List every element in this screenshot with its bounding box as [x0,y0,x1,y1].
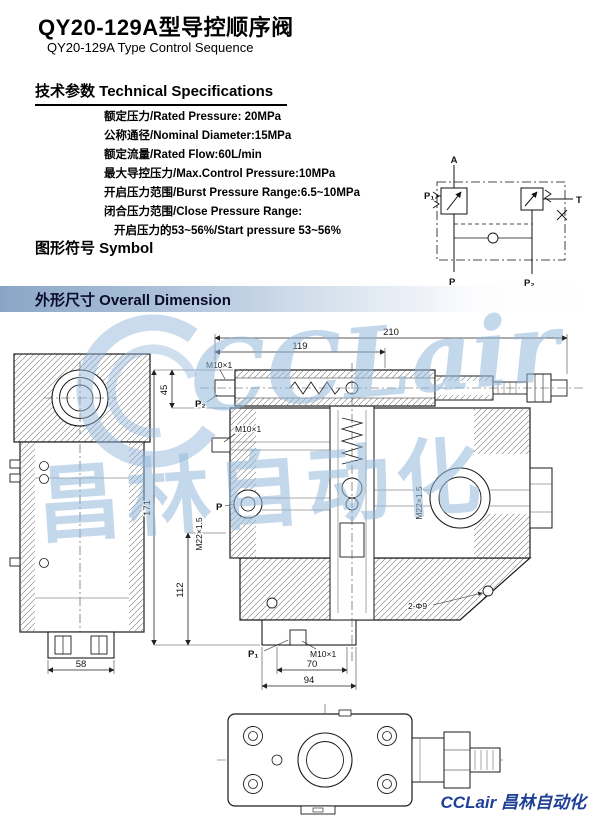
thread-m10-left-label: M10×1 [235,424,261,434]
dimension-heading: 外形尺寸 Overall Dimension [35,291,231,309]
symbol-port-a-label: A [451,155,458,166]
adjuster-shaft [469,747,501,773]
plan-view-drawing [217,704,503,815]
dim-70-label: 70 [307,659,318,670]
dim-119-label: 119 [292,341,307,352]
valve-body [19,441,145,633]
symbol-heading: 图形符号 Symbol [35,240,154,257]
spec-nominal-diameter: 公称通径/Nominal Diameter:15MPa [104,130,292,142]
spec-start-pressure: 开启压力的53~56%/Start pressure 53~56% [114,225,341,237]
port-p2-label: P₂ [195,399,206,410]
dim-45-label: 45 [159,385,170,396]
symbol-enclosure [436,181,566,261]
bottom-flange [261,619,357,646]
spring-symbol [544,189,552,203]
pilot-valve-symbol [520,187,544,211]
thread-m10-bottom-label: M10×1 [310,649,336,659]
spec-max-control-pressure: 最大导控压力/Max.Control Pressure:10MPa [104,168,336,180]
front-view-drawing: 58 [9,353,151,674]
bolt-hole [243,726,263,746]
symbol-port-t-label: T [576,195,582,206]
dim-171-label: 171 [142,500,153,516]
port-p1-label: P₁ [248,649,258,660]
dim-210-label: 210 [383,327,399,338]
spec-burst-pressure-range: 开启压力范围/Burst Pressure Range:6.5~10MPa [104,187,360,199]
symbol-port-p1-label: P₁ [424,191,434,202]
mounting-hole [482,585,494,597]
page-title: QY20-129A型导控顺序阀 [38,15,294,40]
hydraulic-symbol-diagram: A P₁ T P P₂ [423,154,584,291]
side-bolt [9,459,21,469]
right-port-boss [529,467,553,529]
thread-m10-top-label: M10×1 [206,360,232,370]
p1-port [289,629,307,646]
pilot-cylinder [411,737,445,783]
dim-58-label: 58 [76,659,87,670]
hex-nut [443,731,471,789]
bolt-hole [243,774,263,794]
spring-symbol [432,191,440,209]
dim-94-label: 94 [304,675,315,686]
thread-m22-right-label: M22×1.5 [414,486,424,520]
center-port-circle [297,732,353,788]
bolt-hole [377,774,397,794]
spec-rated-flow: 额定流量/Rated Flow:60L/min [104,149,262,161]
page-subtitle: QY20-129A Type Control Sequence [47,40,254,55]
dim-112-label: 112 [175,582,186,597]
symbol-port-p-label: P [449,277,456,288]
spec-rated-pressure: 额定压力/Rated Pressure: 20MPa [104,111,282,123]
spring [340,417,364,465]
section-view-drawing: 210 119 171 45 112 70 94 M10×1 P₂ M10×1 … [141,326,585,690]
mounting-hole [266,597,278,609]
thread-m22-left-label: M22×1.5 [194,517,204,551]
spec-close-pressure-range: 闭合压力范围/Close Pressure Range: [104,206,303,218]
left-upper-port [211,437,231,453]
holes-2-d9-label: 2-Φ9 [408,601,427,611]
specs-list: 额定压力/Rated Pressure: 20MPa 公称通径/Nominal … [104,108,360,241]
specs-heading: 技术参数 Technical Specifications [35,80,288,106]
port-p-label: P [216,502,223,513]
bolt-hole [377,726,397,746]
p-port-circle [233,489,263,519]
check-valve-symbol [487,232,499,244]
dimension-heading-bar: 外形尺寸 Overall Dimension [0,286,600,312]
side-bolt [9,557,21,567]
brand-footer: CCLair 昌林自动化 [440,793,586,812]
side-bolt [9,473,21,483]
